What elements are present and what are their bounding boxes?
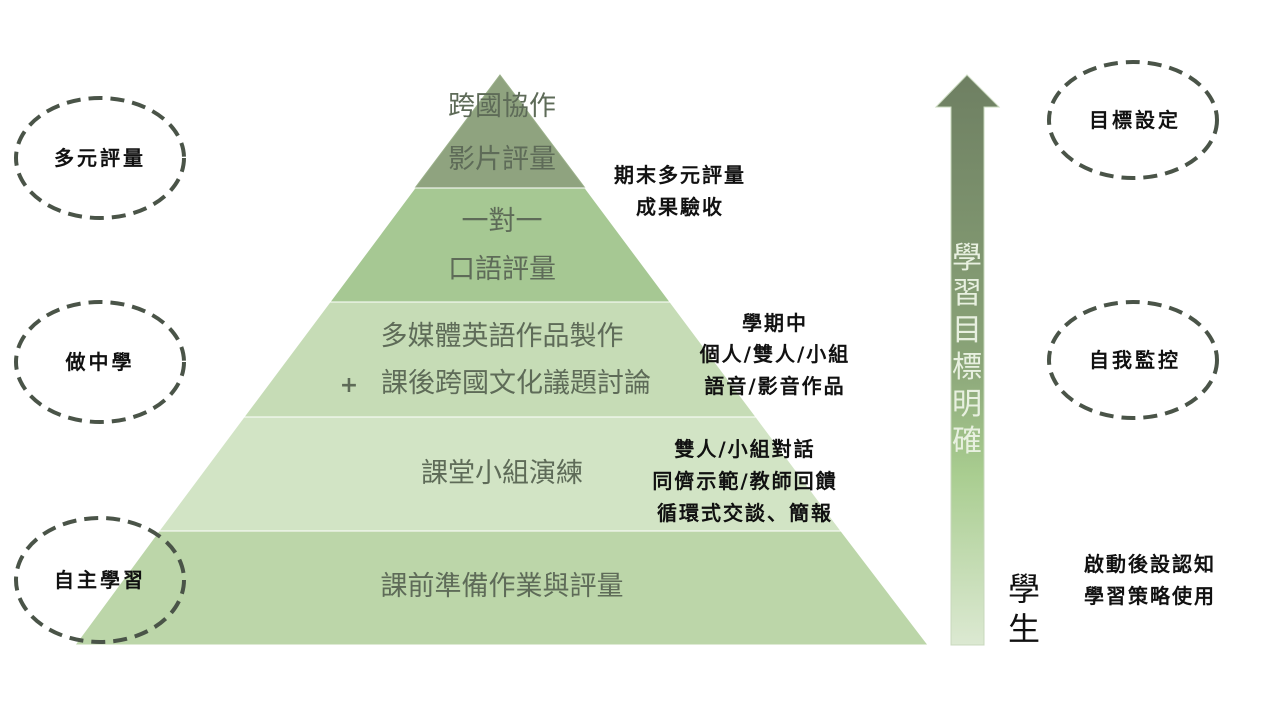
arrow-label-6: 確 [952,424,982,459]
level-5-line-1: 課前準備作業與評量 [381,571,624,602]
circle-label-3: 自主學習 [54,568,146,592]
note-mid-1: 學期中 [742,311,808,335]
plus-icon: + [340,373,358,398]
arrow-label-2: 習 [952,276,982,311]
student-label-2: 生 [1008,610,1040,648]
note-class-3: 循環式交談、簡報 [657,501,833,525]
level-1-line-1: 跨國協作 [448,91,556,122]
note-mid-2: 個人/雙人/小組 [699,342,851,366]
note-class-2: 同儕示範/教師回饋 [652,469,837,493]
pyramid-level-3 [243,301,757,418]
arrow-label-3: 目 [952,313,982,348]
level-1-line-2: 影片評量 [448,144,556,175]
circle-self-directed [14,516,186,644]
note-class-1: 雙人/小組對話 [674,437,815,461]
circle-self-monitoring [1047,300,1219,420]
level-2-line-2: 口語評量 [448,254,556,285]
note-mid-3: 語音/影音作品 [704,374,845,398]
level-3-line-2: 課後跨國文化議題討論 [381,368,651,399]
circle-learning-by-doing [14,300,186,424]
note-final-2: 成果驗收 [636,195,724,219]
level-3-line-1: 多媒體英語作品製作 [381,321,624,352]
arrow-label-5: 明 [952,387,982,422]
note-meta-1: 啟動後設認知 [1084,552,1216,576]
circle-diverse-assessment [14,96,186,220]
circle-label-2: 做中學 [65,350,135,374]
arrow-label-4: 標 [952,350,982,385]
circle-goal-setting [1047,60,1219,180]
circle-label-5: 自我監控 [1089,348,1181,372]
note-final-1: 期末多元評量 [614,163,746,187]
student-label-1: 學 [1008,570,1040,608]
arrow-label-1: 學 [952,241,982,276]
note-meta-2: 學習策略使用 [1084,584,1216,608]
level-4-line-1: 課堂小組演練 [421,458,583,489]
pyramid-level-5 [74,530,930,646]
circle-label-1: 多元評量 [54,146,146,170]
circle-label-4: 目標設定 [1089,108,1181,132]
up-arrow-icon [934,74,1001,646]
level-2-line-1: 一對一 [462,206,543,237]
